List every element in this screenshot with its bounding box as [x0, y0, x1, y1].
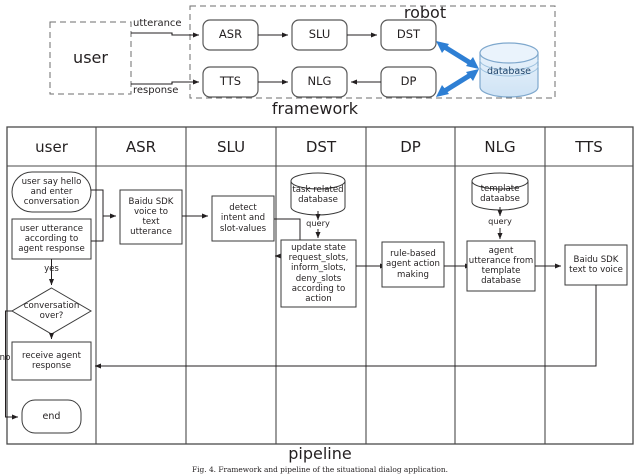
dst-database-cylinder-icon [290, 172, 346, 216]
edge-userutt-to-asr [91, 216, 104, 242]
node-dst-box [380, 19, 437, 51]
edge-label-yes: yes [44, 264, 59, 274]
db-arrow-upper-icon [436, 41, 479, 69]
robot-label: robot [403, 3, 447, 22]
flow-label-slu: detect intent and slot-values [219, 203, 267, 234]
flow-label-nlg: agent utterance from template database [468, 245, 534, 287]
node-nlg-box [291, 66, 348, 98]
framework-node-dst: DST [396, 27, 421, 42]
edge-response [131, 79, 200, 85]
flow-node-user-utterance [11, 218, 92, 260]
flow-node-receive [11, 341, 92, 381]
framework-user-box-label: user [73, 47, 108, 67]
flow-node-start [11, 171, 92, 213]
database-cylinder-icon [479, 42, 539, 98]
flow-label-dst: update state request_slots, inform_slots… [288, 243, 349, 304]
robot-dashed-boundary [189, 5, 556, 99]
flow-node-slu [211, 195, 275, 242]
pipeline-header-user: user [35, 138, 68, 157]
edge-label-nlg-query: query [488, 216, 512, 227]
flow-node-nlg [466, 240, 536, 292]
pipeline-label: pipeline [288, 444, 352, 463]
database-label: database [486, 66, 532, 78]
flow-node-dp [381, 241, 445, 288]
flow-node-asr [119, 189, 183, 245]
pipeline-header-slu: SLU [216, 138, 246, 157]
flow-label-start: user say hello and enter conversation [21, 176, 82, 208]
framework-node-slu: SLU [308, 27, 331, 42]
flow-label-dst-database: task related database [292, 184, 344, 205]
framework-node-nlg: NLG [307, 74, 332, 89]
flow-node-dst [280, 239, 357, 308]
flow-label-receive: receive agent response [22, 350, 81, 371]
framework-node-tts: TTS [219, 74, 242, 89]
edge-tts-to-receive [94, 285, 597, 369]
user-dashed-boundary [49, 21, 132, 95]
edge-start-to-asr [91, 189, 104, 216]
edge-label-response: response [133, 85, 179, 96]
framework-node-asr: ASR [218, 27, 243, 42]
flow-label-end: end [42, 410, 61, 422]
pipeline-header-tts: TTS [575, 138, 603, 157]
edge-utterance [131, 32, 200, 38]
edge-label-dst-query: query [306, 218, 330, 229]
nlg-database-cylinder-icon [471, 172, 529, 211]
pipeline-header-dp: DP [400, 138, 421, 157]
db-arrow-lower-icon [436, 69, 479, 97]
flow-label-dp: rule-based agent action making [385, 249, 440, 280]
flow-label-decision: conversation over? [23, 300, 80, 321]
pipeline-header-dst: DST [305, 138, 337, 157]
flow-label-asr: Baidu SDK voice to text utterance [128, 196, 174, 238]
pipeline-header-asr: ASR [125, 138, 157, 157]
edge-decision-no-to-end [5, 310, 19, 420]
flow-node-end [21, 399, 82, 434]
flow-label-tts: Baidu SDK text to voice [569, 254, 623, 275]
edge-label-utterance: utterance [133, 18, 182, 29]
framework-group [49, 5, 556, 99]
pipeline-header-nlg: NLG [484, 138, 516, 157]
framework-label: framework [271, 99, 359, 118]
framework-node-dp: DP [400, 74, 417, 89]
flow-node-tts [564, 244, 628, 286]
flow-label-nlg-database: template dataabse [480, 183, 520, 204]
figure-caption: Fig. 4. Framework and pipeline of the si… [192, 465, 448, 474]
pipeline-table-group [5, 126, 634, 445]
edge-label-no: no [0, 353, 11, 363]
flow-label-user-utterance: user utterance according to agent respon… [18, 223, 85, 255]
